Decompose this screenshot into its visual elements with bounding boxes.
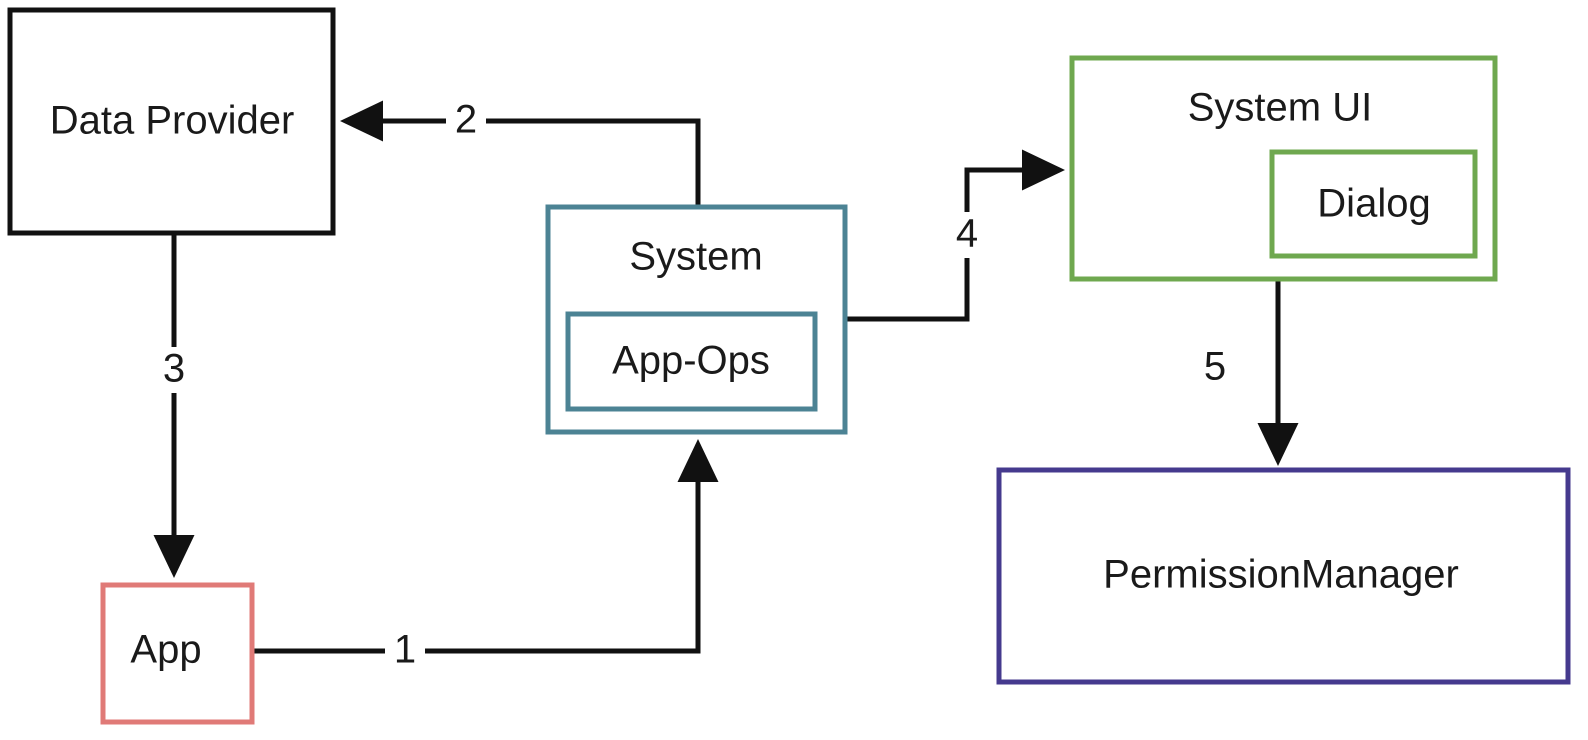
edge-5-label-bg — [1194, 345, 1236, 391]
edge-4-label: 4 — [956, 212, 978, 256]
data-provider-box[interactable] — [7, 7, 336, 236]
permission-manager-label: PermissionManager — [1103, 553, 1459, 597]
node-data-provider[interactable]: Data Provider — [7, 7, 336, 236]
app-label: App — [130, 628, 201, 672]
app-ops-label: App-Ops — [612, 339, 770, 383]
node-dialog[interactable]: Dialog — [1269, 149, 1478, 259]
edge-3-label-bg — [152, 347, 196, 393]
edge-2: 2 — [339, 98, 701, 207]
node-permission-manager[interactable]: PermissionManager — [996, 467, 1571, 685]
edge-2-label-bg — [446, 98, 486, 144]
edge-1-path — [252, 438, 719, 654]
system-ui-label: System UI — [1188, 86, 1372, 130]
edge-2-path — [339, 100, 701, 207]
edge-4: 4 — [845, 149, 1066, 322]
app-ops-box[interactable] — [565, 311, 818, 412]
edge-2-label: 2 — [455, 98, 477, 142]
edge-5-label: 5 — [1204, 345, 1226, 389]
edge-3: 3 — [152, 233, 196, 579]
dialog-label: Dialog — [1317, 182, 1430, 226]
edge-5: 5 — [1194, 279, 1299, 467]
data-provider-label: Data Provider — [50, 99, 295, 143]
node-app[interactable]: App — [100, 582, 255, 725]
edge-3-label: 3 — [163, 347, 185, 391]
edge-1-label: 1 — [394, 628, 416, 672]
permission-manager-box[interactable] — [996, 467, 1571, 685]
edge-1-label-bg — [385, 628, 425, 674]
dialog-box[interactable] — [1269, 149, 1478, 259]
node-app-ops[interactable]: App-Ops — [565, 311, 818, 412]
edge-1: 1 — [252, 438, 719, 674]
edge-4-label-bg — [947, 212, 987, 258]
system-label: System — [629, 235, 762, 279]
app-box[interactable] — [100, 582, 255, 725]
